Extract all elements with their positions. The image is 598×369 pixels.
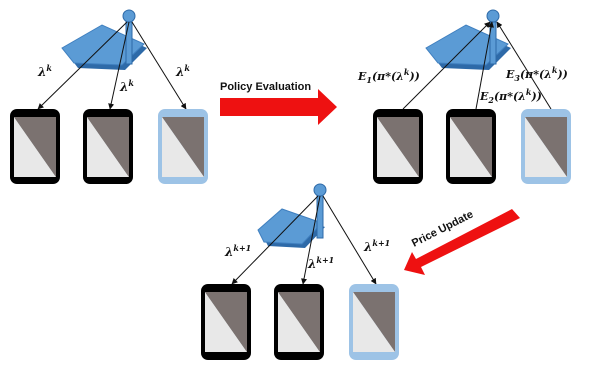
energy-arrow-2 <box>475 21 494 110</box>
energy-label-3: E3(π*(λk)) <box>505 65 568 83</box>
red-arrow-right-icon <box>220 89 337 125</box>
policy-evaluation-label: Policy Evaluation <box>220 81 311 93</box>
device-icon-1 <box>373 109 423 184</box>
group-top-left: λk λk λk <box>10 9 208 184</box>
device-icon-2 <box>274 284 324 360</box>
price-label-2: λk <box>119 78 134 94</box>
base-station-icon <box>425 9 511 70</box>
energy-arrow-3 <box>496 21 552 110</box>
price-label-1: λk+1 <box>224 243 251 259</box>
price-arrow-1 <box>231 195 319 285</box>
price-label-3: λk+1 <box>363 238 390 254</box>
policy-evaluation-step: Policy Evaluation <box>220 81 337 125</box>
device-icon-3 <box>158 109 208 184</box>
group-top-right: E1(π*(λk)) E2(π*(λk)) E3(π*(λk)) <box>357 9 571 184</box>
device-icon-1 <box>10 109 60 184</box>
price-arrow-2 <box>301 195 321 285</box>
price-label-3: λk <box>175 63 190 79</box>
price-arrow-3 <box>322 195 377 285</box>
price-label-2: λk+1 <box>307 255 334 271</box>
price-arrow-1 <box>37 21 128 110</box>
price-arrow-3 <box>131 21 187 110</box>
base-station-icon <box>61 9 147 70</box>
red-arrow-diagonal-icon <box>404 209 520 275</box>
device-icon-1 <box>201 284 251 360</box>
price-update-step: Price Update <box>404 208 520 275</box>
price-label-1: λk <box>37 63 52 79</box>
base-station-icon <box>257 183 327 248</box>
energy-label-2: E2(π*(λk)) <box>479 87 542 105</box>
energy-arrow-1 <box>402 21 491 110</box>
device-icon-2 <box>446 109 496 184</box>
energy-label-1: E1(π*(λk)) <box>357 67 420 85</box>
device-icon-3 <box>349 284 399 360</box>
price-arrow-2 <box>108 21 130 110</box>
group-bottom: λk+1 λk+1 λk+1 <box>201 183 399 360</box>
device-icon-2 <box>83 109 133 184</box>
device-icon-3 <box>521 109 571 184</box>
